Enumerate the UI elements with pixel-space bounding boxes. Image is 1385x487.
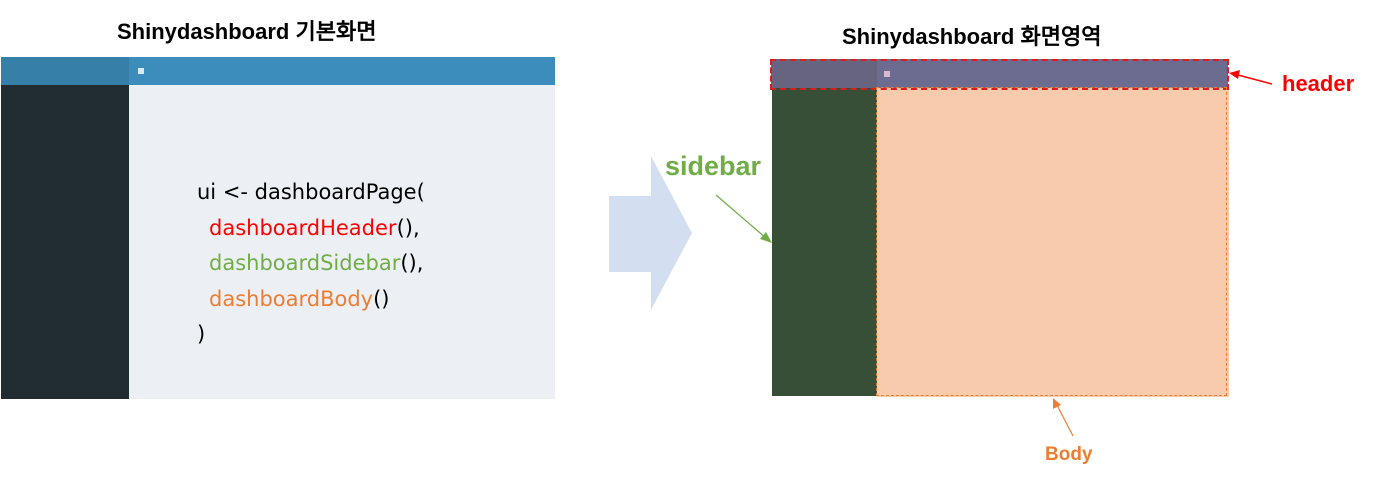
- code-line-sidebar: dashboardSidebar(),: [197, 246, 425, 282]
- body-dashed-outline: [876, 87, 1227, 396]
- code-sidebar-fn: dashboardSidebar: [209, 251, 401, 275]
- body-callout-arrow: [1053, 398, 1074, 437]
- code-block: ui <- dashboardPage(dashboardHeader(),da…: [197, 175, 425, 353]
- header-callout-arrow: [1229, 70, 1273, 85]
- code-body-fn: dashboardBody: [209, 286, 374, 311]
- body-label: Body: [1045, 444, 1093, 465]
- sidebar-callout-arrow: [715, 194, 772, 243]
- dashboard-body: [129, 85, 555, 399]
- right-block-arrow-icon: [609, 156, 692, 310]
- code-line-header: dashboardHeader(),: [197, 211, 425, 247]
- code-body-suffix: (): [373, 286, 390, 311]
- code-header-fn: dashboardHeader: [209, 215, 397, 240]
- dashboard-logo-area: [1, 57, 129, 85]
- code-line-close: ): [197, 322, 206, 346]
- right-title: Shinydashboard 화면영역: [842, 24, 1102, 49]
- sidebar-area: [772, 88, 877, 396]
- header-dashed-outline: [770, 59, 1229, 90]
- dashboard-sidebar: [1, 85, 129, 399]
- default-dashboard-mock: [1, 57, 555, 399]
- code-header-suffix: (),: [396, 215, 420, 240]
- header-label: header: [1282, 71, 1355, 96]
- body-area: [877, 88, 1229, 397]
- code-line-body: dashboardBody(): [197, 282, 425, 318]
- sidebar-toggle-icon: [138, 68, 144, 74]
- code-sidebar-suffix: (),: [400, 251, 424, 275]
- code-line-open: ui <- dashboardPage(: [197, 180, 425, 204]
- sidebar-label: sidebar: [665, 151, 762, 181]
- header-logo-area: [771, 59, 877, 88]
- dashboard-areas-mock: [770, 59, 1229, 399]
- left-title: Shinydashboard 기본화면: [117, 19, 377, 44]
- sidebar-toggle-icon: [884, 71, 890, 77]
